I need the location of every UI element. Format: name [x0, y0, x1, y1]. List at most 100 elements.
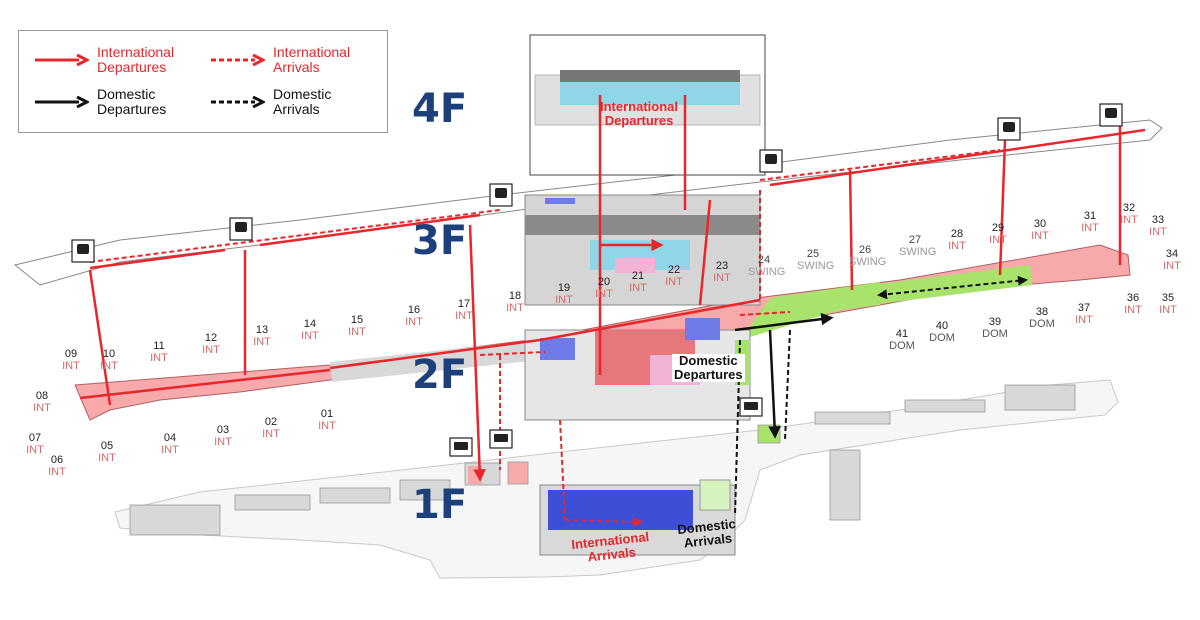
gate-number: 25 [806, 248, 820, 260]
intl-arrivals-hall [548, 490, 693, 530]
gate-number: 19 [557, 282, 571, 294]
legend-intl-departures-label: International Departures [97, 44, 175, 75]
gate-type: INT [62, 360, 80, 372]
gate-type: INT [1163, 260, 1181, 272]
gate-type: INT [48, 466, 66, 478]
gate-type: INT [301, 330, 319, 342]
gate-type: INT [665, 276, 683, 288]
gate-type: DOM [929, 332, 955, 344]
floor-1f-plan [114, 379, 1119, 579]
floor-label-1f: 1F [412, 482, 468, 528]
legend-dom-arrivals: Domestic Arrivals [209, 87, 331, 117]
dom-departure-routes [734, 312, 834, 439]
gate-number: 28 [950, 228, 964, 240]
gate-type: INT [595, 288, 613, 300]
gate-type: DOM [889, 340, 915, 352]
gate-number: 01 [320, 408, 334, 420]
gate-type: INT [100, 360, 118, 372]
gate-number: 05 [100, 440, 114, 452]
gate-number: 22 [667, 264, 681, 276]
gate-type: INT [1081, 222, 1099, 234]
gate-number: 34 [1165, 248, 1179, 260]
floor-3f-plan [13, 119, 1163, 306]
gate-type: INT [629, 282, 647, 294]
gate-type: INT [262, 428, 280, 440]
gate-number: 21 [631, 270, 645, 282]
area-label-intl-departures-4f: International Departures [600, 99, 679, 128]
intl-arrival-routes [89, 149, 1001, 527]
gate-number: 03 [216, 424, 230, 436]
dom-arrival-routes [734, 275, 1028, 516]
gate-number: 15 [350, 314, 364, 326]
legend-intl-arrivals-label: International Arrivals [273, 44, 351, 75]
gate-type: INT [150, 352, 168, 364]
gate-number: 32 [1122, 202, 1136, 214]
gate-number: 04 [163, 432, 177, 444]
gate-number: 39 [988, 316, 1002, 328]
gate-type: INT [253, 336, 271, 348]
gate-number: 26 [858, 244, 872, 256]
gate-number: 02 [264, 416, 278, 428]
gate-number: 09 [64, 348, 78, 360]
gate-number: 41 [895, 328, 909, 340]
gate-number: 18 [508, 290, 522, 302]
floor-label-4f: 4F [412, 86, 468, 132]
legend-dom-arrivals-label: Domestic Arrivals [273, 86, 332, 117]
legend-intl-arrivals: International Arrivals [209, 45, 350, 75]
gate-type: INT [348, 326, 366, 338]
dom-arrivals-hall [699, 479, 731, 511]
gate-number: 33 [1151, 214, 1165, 226]
gate-number: 08 [35, 390, 49, 402]
gate-number: 38 [1035, 306, 1049, 318]
gate-type: SWING [797, 260, 835, 272]
gate-type: SWING [748, 266, 786, 278]
gate-type: INT [1120, 214, 1138, 226]
floor-4f-plan [529, 34, 766, 176]
gate-number: 11 [153, 340, 165, 352]
gate-number: 06 [50, 454, 64, 466]
legend-dom-departures-label: Domestic Departures [97, 86, 167, 117]
gate-number: 16 [407, 304, 421, 316]
gate-type: INT [1159, 304, 1177, 316]
gate-type: DOM [1029, 318, 1055, 330]
gate-type: INT [1075, 314, 1093, 326]
gate-type: SWING [849, 256, 887, 268]
gate-number: 31 [1083, 210, 1097, 222]
train-icon [71, 103, 1123, 263]
gate-type: INT [214, 436, 232, 448]
floor-label-2f: 2F [412, 352, 468, 398]
map-legend: International Departures International A… [18, 30, 388, 133]
gate-number: 37 [1077, 302, 1091, 314]
gate-type: INT [26, 444, 44, 456]
gate-type: INT [33, 402, 51, 414]
gate-type: INT [1124, 304, 1142, 316]
gate-number: 17 [457, 298, 471, 310]
